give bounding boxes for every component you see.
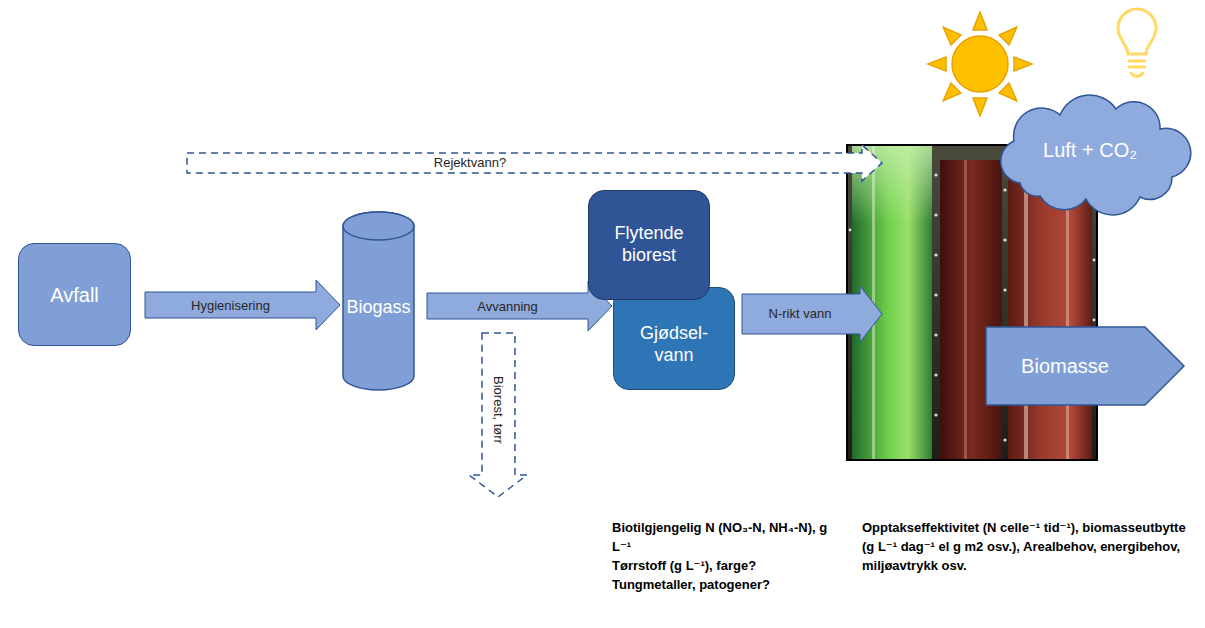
sun-icon [928, 12, 1032, 116]
lightbulb-icon [1118, 9, 1156, 77]
measurement-note: Biotilgjengelig N (NO₃-N, NH₄-N), g L⁻¹ [612, 518, 834, 556]
node-label: Flytende biorest [614, 223, 683, 266]
sun-ray [928, 57, 946, 71]
measurement-note: Tungmetaller, patogener? [612, 575, 834, 594]
block-arrow-connector [427, 281, 612, 331]
n-rich-water-arrow [742, 286, 882, 342]
node-label: Gjødsel- vann [640, 323, 708, 366]
sun-disc [952, 36, 1008, 92]
node-text-group: Luft + CO₂ [1043, 138, 1137, 162]
node-text-group: Biogass [346, 297, 410, 319]
liquid-digestate-box: Flytende biorest [588, 190, 710, 300]
edge-label: Avvanning [477, 299, 537, 314]
bulb-thread [1129, 66, 1145, 69]
sun-ray [938, 83, 961, 106]
input-box: Avfall [18, 243, 131, 346]
cloud-shape [1001, 95, 1191, 215]
sun-ray [973, 98, 987, 116]
node-label: Avfall [50, 283, 99, 307]
tube-reflection [964, 160, 967, 460]
sun-ray [938, 22, 961, 45]
measurement-note: Tørrstoff (g L⁻¹), farge? [612, 556, 834, 575]
flow-label: N-rikt vann [769, 306, 832, 322]
sun-ray [973, 12, 987, 30]
flow-label: Rejektvann? [434, 155, 506, 171]
tube-reflection [1024, 150, 1028, 460]
fertiliser-water-box: Gjødsel- vann [613, 287, 735, 390]
node-label: Luft + CO₂ [1043, 138, 1137, 162]
red-culture-tube [940, 160, 1002, 460]
sun-ray [999, 83, 1022, 106]
block-arrow-connector [145, 280, 340, 330]
bulb-thread [1129, 60, 1145, 63]
node-text-group: Avfall [50, 283, 99, 307]
pentagon-shape [986, 327, 1184, 405]
sun-ray [1014, 57, 1032, 71]
node-text-group: Gjødsel- vann [640, 323, 708, 366]
bulb-cap [1131, 73, 1143, 77]
digester-cylinder: Biogass [342, 212, 415, 390]
edge-label: Hygienisering [191, 298, 270, 313]
measurement-note: Opptakseffektivitet (N celle⁻¹ tid⁻¹), b… [862, 518, 1187, 575]
cylinder-body [343, 212, 414, 390]
node-label: Biomasse [1021, 354, 1109, 378]
node-text-group: Flytende biorest [614, 223, 683, 266]
node-label: Biogass [346, 297, 410, 319]
biomass-output-arrow: Biomasse [985, 326, 1185, 406]
node-text-group: Biomasse [1021, 354, 1109, 378]
air-co2-cloud: Luft + CO₂ [990, 95, 1190, 205]
flow-label: Biorest, tørr [490, 376, 506, 444]
sun-ray [999, 22, 1022, 45]
bulb-glass [1118, 9, 1156, 54]
dry-digestate-arrow [469, 333, 527, 497]
cylinder-top [343, 212, 414, 240]
reject-water-arrow [187, 145, 882, 181]
